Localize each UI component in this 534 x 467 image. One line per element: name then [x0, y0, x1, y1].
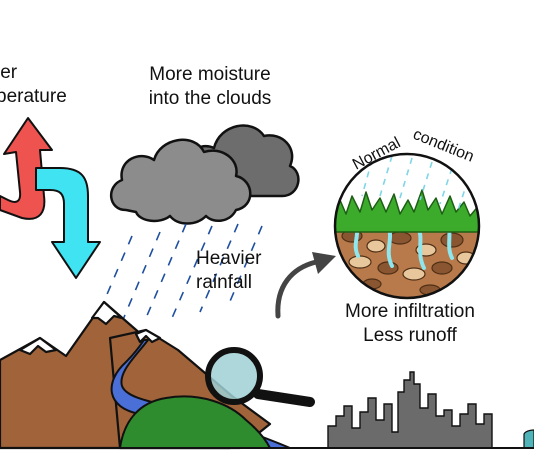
- temperature-label-line1: ier: [0, 62, 18, 83]
- inset-normal-condition: [333, 152, 481, 300]
- inset-caption-line1: More infiltration: [345, 301, 475, 322]
- magnifier-icon: [205, 347, 315, 407]
- cool-arrow-icon: [35, 167, 101, 279]
- moisture-label-line2: into the clouds: [149, 88, 272, 109]
- inset-caption-line2: Less runoff: [363, 325, 457, 346]
- storm-cloud-icon: [110, 124, 300, 225]
- rainfall-label-line1: Heavier: [196, 248, 262, 269]
- edge-shape: [523, 429, 534, 449]
- temperature-label-line2: perature: [0, 86, 67, 107]
- curved-arrow-icon: [275, 252, 336, 319]
- city-skyline-icon: [327, 371, 493, 449]
- moisture-label-line1: More moisture: [149, 64, 270, 85]
- green-hill: [118, 395, 272, 449]
- warm-arrow-icon: [0, 117, 53, 220]
- rainfall-label-line2: rainfall: [196, 272, 252, 293]
